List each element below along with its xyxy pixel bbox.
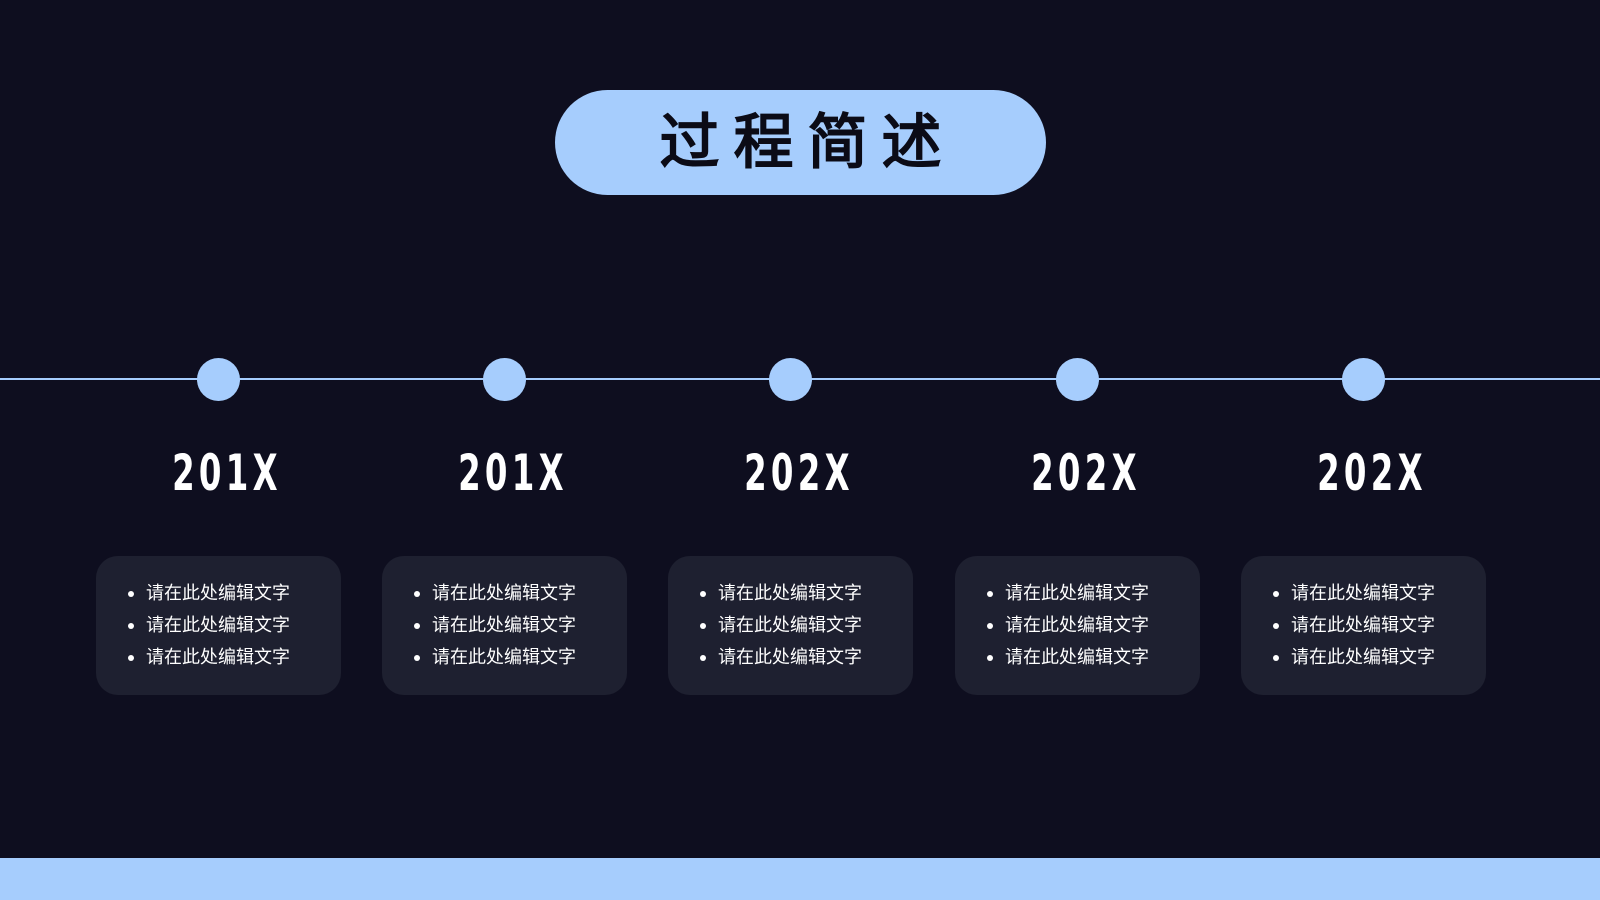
milestone-bullet-list: 请在此处编辑文字请在此处编辑文字请在此处编辑文字 <box>698 578 913 674</box>
milestone-card: 请在此处编辑文字请在此处编辑文字请在此处编辑文字 <box>382 556 627 695</box>
milestone-year: 202X <box>1317 444 1427 502</box>
milestone-bullet-item: 请在此处编辑文字 <box>698 578 913 610</box>
milestone-bullet-item: 请在此处编辑文字 <box>412 610 627 642</box>
milestone-bullet-list: 请在此处编辑文字请在此处编辑文字请在此处编辑文字 <box>1271 578 1486 674</box>
milestone-card: 请在此处编辑文字请在此处编辑文字请在此处编辑文字 <box>955 556 1200 695</box>
milestone-bullet-item: 请在此处编辑文字 <box>698 642 913 674</box>
milestone-year: 202X <box>1031 444 1141 502</box>
milestone-bullet-item: 请在此处编辑文字 <box>698 610 913 642</box>
milestone-bullet-list: 请在此处编辑文字请在此处编辑文字请在此处编辑文字 <box>412 578 627 674</box>
milestone-bullet-item: 请在此处编辑文字 <box>985 610 1200 642</box>
milestone-year: 201X <box>172 444 282 502</box>
milestone-card: 请在此处编辑文字请在此处编辑文字请在此处编辑文字 <box>96 556 341 695</box>
title-pill: 过程简述 <box>555 90 1046 195</box>
slide-title: 过程简述 <box>659 107 956 178</box>
milestone-bullet-item: 请在此处编辑文字 <box>412 578 627 610</box>
milestone-card: 请在此处编辑文字请在此处编辑文字请在此处编辑文字 <box>1241 556 1486 695</box>
milestone-bullet-item: 请在此处编辑文字 <box>1271 610 1486 642</box>
milestone-bullet-list: 请在此处编辑文字请在此处编辑文字请在此处编辑文字 <box>985 578 1200 674</box>
milestone-card: 请在此处编辑文字请在此处编辑文字请在此处编辑文字 <box>668 556 913 695</box>
timeline-node <box>769 358 812 401</box>
timeline-node <box>1342 358 1385 401</box>
timeline-node <box>1056 358 1099 401</box>
timeline-node <box>483 358 526 401</box>
milestone-bullet-item: 请在此处编辑文字 <box>126 578 341 610</box>
timeline-node <box>197 358 240 401</box>
milestone-bullet-list: 请在此处编辑文字请在此处编辑文字请在此处编辑文字 <box>126 578 341 674</box>
milestone-bullet-item: 请在此处编辑文字 <box>126 642 341 674</box>
milestone-year: 201X <box>458 444 568 502</box>
milestone-bullet-item: 请在此处编辑文字 <box>412 642 627 674</box>
milestone-bullet-item: 请在此处编辑文字 <box>985 642 1200 674</box>
milestone-bullet-item: 请在此处编辑文字 <box>985 578 1200 610</box>
milestone-bullet-item: 请在此处编辑文字 <box>126 610 341 642</box>
milestone-year: 202X <box>744 444 854 502</box>
milestone-bullet-item: 请在此处编辑文字 <box>1271 642 1486 674</box>
milestone-bullet-item: 请在此处编辑文字 <box>1271 578 1486 610</box>
bottom-accent-bar <box>0 858 1600 900</box>
